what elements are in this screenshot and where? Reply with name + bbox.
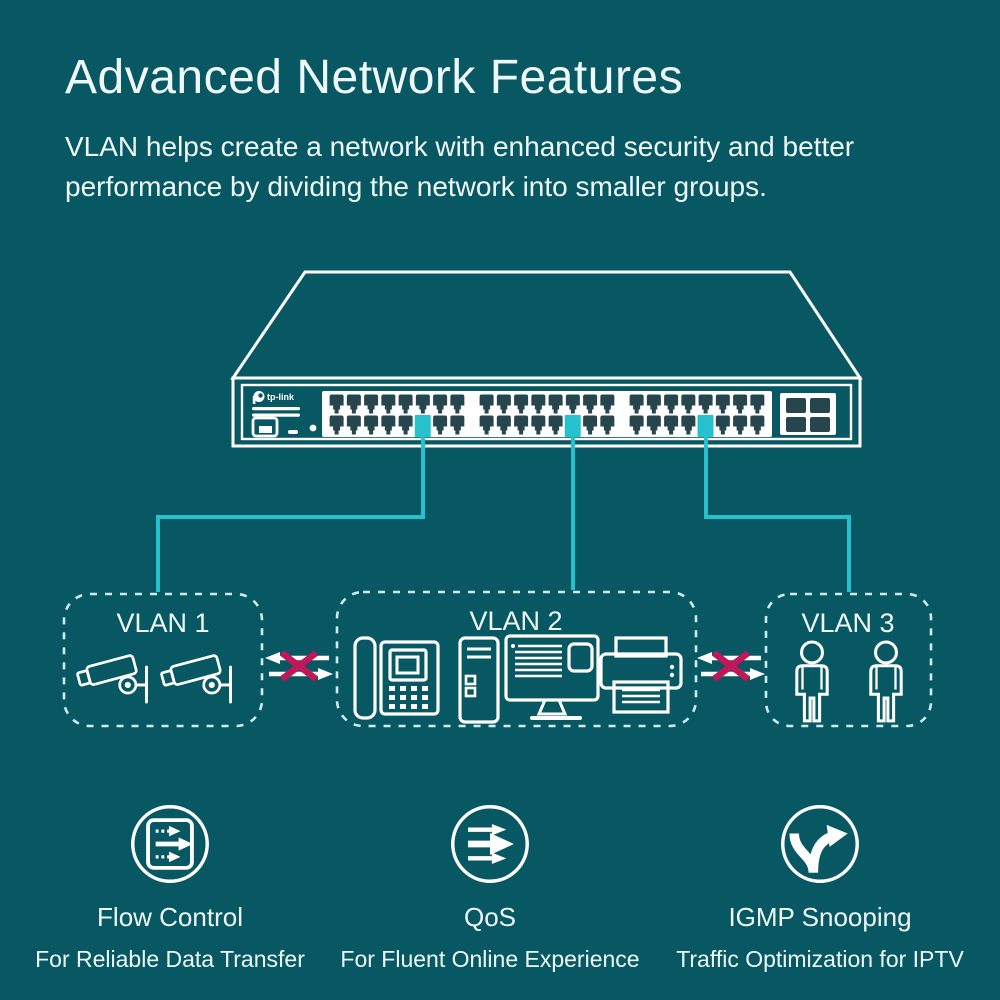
rj45-port [479,415,494,435]
header: Advanced Network Features [65,50,683,105]
qos-icon [451,805,529,883]
switch-top [230,270,863,380]
vlan2-label: VLAN 2 [469,606,562,636]
rj45-port [664,394,679,414]
rj45-port [646,415,661,435]
feature-qos: QoS For Fluent Online Experience [340,802,640,973]
highlighted-port [564,415,581,437]
vlan1-label: VLAN 1 [116,608,209,638]
rj45-port [733,394,748,414]
rj45-port [681,415,696,435]
feature-title: IGMP Snooping [728,902,912,932]
igmp-snooping-icon [781,805,859,883]
rj45-port [629,415,644,435]
rj45-port [600,394,615,414]
vlan3-group: VLAN 3 [764,592,933,728]
subtitle-line-1: VLAN helps create a network with enhance… [65,131,855,162]
switch-front-panel [231,376,862,448]
switch-panel-inner-frame [240,383,853,441]
rj45-port-grid [329,394,765,437]
rj45-port [496,394,511,414]
vent-line [252,413,300,417]
feature-title: QoS [463,902,517,932]
rj45-port [381,415,396,435]
tp-link-logo-text: tp-link [267,392,295,402]
console-port [251,416,279,438]
rj45-port [646,394,661,414]
rj45-port [715,394,730,414]
feature-row: Flow Control For Reliable Data Transfer … [0,802,1000,982]
rj45-port [565,394,580,414]
highlighted-port [697,415,714,437]
rj45-port [629,394,644,414]
feature-subtitle: For Reliable Data Transfer [35,946,305,972]
page-title: Advanced Network Features [65,51,684,104]
vlan3-box [764,592,933,728]
flow-control-icon [131,805,209,883]
rj45-port [583,394,598,414]
rj45-port [329,415,344,435]
reset-slot [288,430,298,434]
rj45-port [415,394,430,414]
uplink-cable-vlan3 [704,437,851,592]
vlan1-group: VLAN 1 [62,592,264,728]
switch-illustration: tp-link [230,270,863,448]
rj45-port [531,394,546,414]
feature-subtitle: For Fluent Online Experience [340,946,640,972]
led-dot [309,424,317,432]
page-subtitle: VLAN helps create a network with enhance… [65,127,854,207]
rj45-port [750,394,765,414]
vlan2-box [335,590,698,728]
feature-igmp-snooping: IGMP Snooping Traffic Optimization for I… [655,802,985,973]
feature-flow-control: Flow Control For Reliable Data Transfer [20,802,320,973]
rj45-port [514,415,529,435]
rj45-port [479,394,494,414]
vent-line [252,407,300,411]
rj45-port [531,415,546,435]
blocked-link-icon [265,652,333,680]
rj45-port [398,415,413,435]
console-port-inner [259,426,272,433]
rj45-port [346,394,361,414]
rj45-port [450,415,465,435]
network-diagram: tp-link VLAN [62,270,933,728]
rj45-port [600,415,615,435]
vlan1-box [62,592,264,728]
rj45-port [583,415,598,435]
rj45-port [450,394,465,414]
rj45-port [664,415,679,435]
blocked-link-icon [697,652,765,680]
rj45-port [329,394,344,414]
rj45-port [433,415,448,435]
rj45-port [496,415,511,435]
vlan2-group: VLAN 2 [335,590,698,728]
rj45-port [715,415,730,435]
rj45-port [381,394,396,414]
uplink-cables [156,437,851,592]
highlighted-port [414,415,431,437]
rj45-port [514,394,529,414]
rj45-port [548,394,563,414]
rj45-port [364,394,379,414]
rj45-port [346,415,361,435]
rj45-port [548,415,563,435]
tp-link-logo: tp-link [252,391,295,404]
rj45-port [698,394,713,414]
subtitle-line-2: performance by dividing the network into… [65,171,767,202]
rj45-port [364,415,379,435]
sfp-ports [786,398,830,432]
vlan3-label: VLAN 3 [801,608,894,638]
rj45-port [398,394,413,414]
rj45-port [750,415,765,435]
uplink-cable-vlan1 [156,437,425,592]
feature-title: Flow Control [97,902,243,932]
rj45-port [433,394,448,414]
rj45-port [681,394,696,414]
rj45-port [733,415,748,435]
feature-subtitle: Traffic Optimization for IPTV [676,946,964,972]
